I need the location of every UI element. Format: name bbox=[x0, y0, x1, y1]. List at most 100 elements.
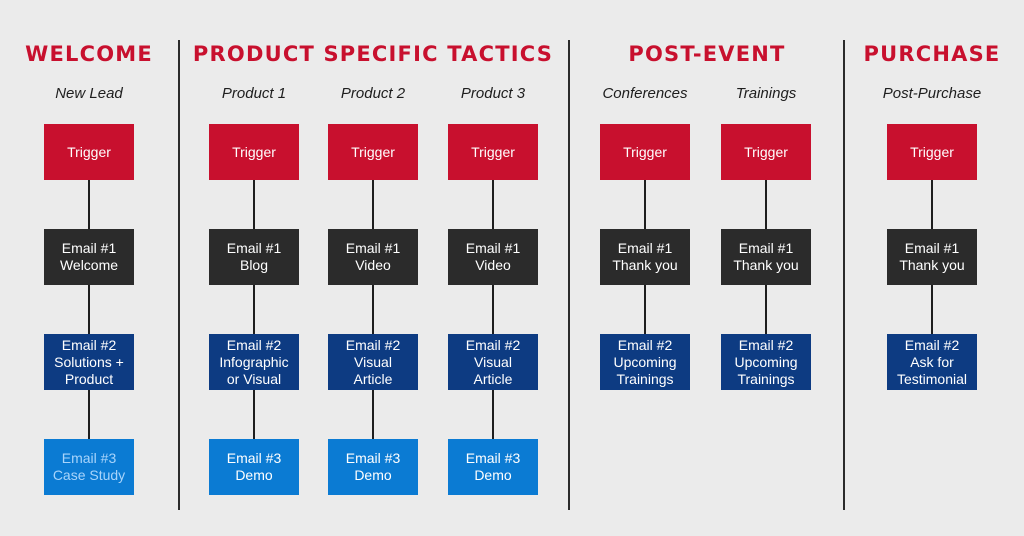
box-text-line: Thank you bbox=[733, 257, 799, 273]
trigger-box: Trigger bbox=[721, 124, 811, 180]
box-text-line: Trigger bbox=[910, 143, 954, 160]
connector-line bbox=[931, 285, 933, 334]
box-text-line: Upcoming bbox=[613, 353, 677, 370]
section-title: WELCOME bbox=[25, 42, 153, 66]
box-text-line: Thank you bbox=[899, 257, 965, 273]
connector-line bbox=[492, 180, 494, 229]
box-text-line: Visual bbox=[354, 353, 392, 370]
connector-line bbox=[253, 390, 255, 439]
connector-line bbox=[88, 285, 90, 334]
box-text-line: Ask for bbox=[910, 353, 954, 370]
trigger-box: Trigger bbox=[328, 124, 418, 180]
box-text-line: Email #2 bbox=[465, 336, 521, 353]
box-text-line: or Visual bbox=[226, 370, 282, 387]
box-text-line: Trainings bbox=[737, 370, 795, 387]
box-text-line: Blog bbox=[239, 257, 269, 273]
connector-line bbox=[644, 285, 646, 334]
connector-line bbox=[88, 390, 90, 439]
trigger-box: Trigger bbox=[887, 124, 977, 180]
box-text-line: Infographic bbox=[219, 353, 289, 370]
column-label: Trainings bbox=[735, 85, 797, 102]
column-label: Post-Purchase bbox=[882, 85, 982, 102]
section-divider bbox=[843, 40, 845, 510]
box-text-line: Upcoming bbox=[734, 353, 798, 370]
box-text-line: Article bbox=[473, 370, 513, 387]
box-text-line: Case Study bbox=[52, 467, 126, 483]
connector-line bbox=[931, 180, 933, 229]
box-text-line: Email #2 bbox=[738, 336, 794, 353]
connector-line bbox=[372, 285, 374, 334]
connector-line bbox=[372, 390, 374, 439]
box-text-line: Email #3 bbox=[465, 450, 521, 466]
box-text-line: Video bbox=[475, 257, 511, 273]
box-text-line: Article bbox=[353, 370, 393, 387]
box-text-line: Email #3 bbox=[226, 450, 282, 466]
box-text-line: Visual bbox=[474, 353, 512, 370]
connector-line bbox=[644, 180, 646, 229]
box-text-line: Email #2 bbox=[345, 336, 401, 353]
box-text-line: Email #1 bbox=[738, 240, 794, 256]
connector-line bbox=[765, 180, 767, 229]
trigger-box: Trigger bbox=[600, 124, 690, 180]
box-text-line: Trigger bbox=[623, 143, 667, 160]
box-text-line: Email #2 bbox=[617, 336, 673, 353]
trigger-box: Trigger bbox=[209, 124, 299, 180]
column-label: Product 2 bbox=[340, 85, 406, 102]
box-text-line: Trigger bbox=[471, 143, 515, 160]
section-title: PURCHASE bbox=[863, 42, 1001, 66]
section-divider bbox=[568, 40, 570, 510]
box-text-line: Testimonial bbox=[896, 370, 968, 387]
section-title: PRODUCT SPECIFIC TACTICS bbox=[192, 42, 554, 66]
connector-line bbox=[253, 285, 255, 334]
box-text-line: Email #2 bbox=[61, 336, 117, 353]
box-text-line: Email #1 bbox=[904, 240, 960, 256]
box-text-line: Welcome bbox=[59, 257, 119, 273]
column-label: New Lead bbox=[55, 85, 123, 102]
connector-line bbox=[253, 180, 255, 229]
box-text-line: Email #2 bbox=[904, 336, 960, 353]
column-label: Product 1 bbox=[221, 85, 287, 102]
box-text-line: Demo bbox=[235, 467, 273, 483]
section-title: POST-EVENT bbox=[628, 42, 786, 66]
connector-line bbox=[372, 180, 374, 229]
box-text-line: Email #1 bbox=[61, 240, 117, 256]
box-text-line: Trigger bbox=[232, 143, 276, 160]
box-text-line: Trainings bbox=[616, 370, 674, 387]
box-text-line: Email #1 bbox=[617, 240, 673, 256]
trigger-box: Trigger bbox=[44, 124, 134, 180]
connector-line bbox=[765, 285, 767, 334]
box-text-line: Email #3 bbox=[61, 450, 117, 466]
connector-line bbox=[492, 285, 494, 334]
box-text-line: Thank you bbox=[612, 257, 678, 273]
box-text-line: Email #1 bbox=[345, 240, 401, 256]
box-text-line: Demo bbox=[354, 467, 392, 483]
connector-line bbox=[492, 390, 494, 439]
box-text-line: Email #1 bbox=[226, 240, 282, 256]
box-text-line: Email #1 bbox=[465, 240, 521, 256]
box-text-line: Solutions + bbox=[54, 353, 124, 370]
trigger-box: Trigger bbox=[448, 124, 538, 180]
box-text-line: Trigger bbox=[351, 143, 395, 160]
box-text-line: Email #3 bbox=[345, 450, 401, 466]
column-label: Product 3 bbox=[460, 85, 526, 102]
section-divider bbox=[178, 40, 180, 510]
box-text-line: Demo bbox=[474, 467, 512, 483]
